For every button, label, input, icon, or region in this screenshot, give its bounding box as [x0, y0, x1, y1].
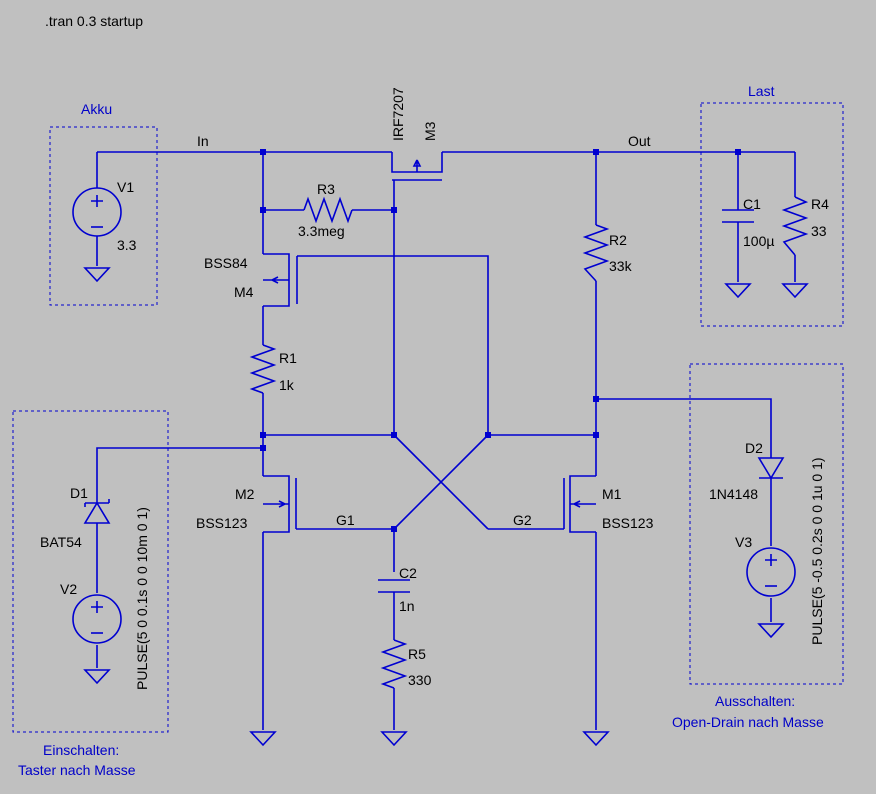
r2-name: R2: [609, 232, 627, 248]
junctions: [260, 149, 741, 532]
wires: [96, 151, 796, 730]
r3-name: R3: [317, 181, 335, 197]
group-subtitle-einschalten: Taster nach Masse: [18, 762, 136, 778]
capacitor-c2: [378, 579, 410, 593]
m3-value: IRF7207: [390, 87, 406, 141]
d1-value: BAT54: [40, 534, 82, 550]
capacitor-c1: [722, 209, 754, 223]
einschalten-group-box: [12, 410, 169, 733]
net-label-g2: G2: [513, 512, 532, 528]
group-title-akku: Akku: [81, 101, 112, 117]
v3-value: PULSE(5 -0.5 0.2s 0 0 1u 0 1): [809, 457, 825, 645]
r5-name: R5: [408, 646, 426, 662]
last-group-box: [700, 102, 844, 327]
net-label-out: Out: [628, 133, 651, 149]
resistor-r1: [249, 344, 277, 394]
akku-group-box: [49, 126, 158, 306]
r3-value: 3.3meg: [298, 223, 345, 239]
net-label-g1: G1: [336, 512, 355, 528]
r5-value: 330: [408, 672, 432, 688]
voltage-source-v2: [72, 594, 122, 644]
voltage-source-v1: [72, 187, 122, 237]
group-title-ausschalten: Ausschalten:: [715, 693, 795, 709]
group-subtitle-ausschalten: Open-Drain nach Masse: [672, 714, 824, 730]
m3-name: M3: [422, 121, 438, 141]
v1-value: 3.3: [117, 237, 137, 253]
v2-name: V2: [60, 581, 77, 597]
m2-value: BSS123: [196, 515, 248, 531]
c2-name: C2: [399, 565, 417, 581]
resistor-r4: [781, 196, 809, 256]
diode-d2: [757, 457, 785, 480]
ausschalten-group-box: [689, 363, 844, 685]
v2-value: PULSE(5 0 0.1s 0 0 10m 0 1): [134, 507, 150, 690]
v1-name: V1: [117, 179, 134, 195]
resistor-r2: [582, 224, 610, 282]
c2-value: 1n: [399, 598, 415, 614]
d1-name: D1: [70, 485, 88, 501]
m1-value: BSS123: [602, 515, 654, 531]
d2-value: 1N4148: [709, 486, 758, 502]
r4-value: 33: [811, 223, 827, 239]
group-title-last: Last: [748, 83, 775, 99]
d2-name: D2: [745, 440, 763, 456]
c1-value: 100µ: [743, 233, 774, 249]
voltage-source-v3: [746, 547, 796, 597]
tran-directive: .tran 0.3 startup: [45, 13, 143, 29]
ground-symbols: [83, 267, 809, 747]
resistor-r3: [303, 196, 353, 224]
r2-value: 33k: [609, 258, 633, 274]
m4-name: M4: [234, 284, 254, 300]
m4-value: BSS84: [204, 255, 248, 271]
r1-value: 1k: [279, 377, 295, 393]
m1-name: M1: [602, 486, 622, 502]
mosfet-m2: [263, 475, 297, 533]
mosfet-m1: [563, 475, 596, 533]
resistor-r5: [380, 639, 408, 689]
mosfet-m3: [391, 152, 443, 181]
r4-name: R4: [811, 196, 829, 212]
v3-name: V3: [735, 534, 752, 550]
r1-name: R1: [279, 350, 297, 366]
c1-name: C1: [743, 196, 761, 212]
mosfet-m4: [263, 253, 298, 307]
m2-name: M2: [235, 486, 255, 502]
group-title-einschalten: Einschalten:: [43, 742, 119, 758]
diode-d1: [83, 499, 111, 524]
net-label-in: In: [197, 133, 209, 149]
